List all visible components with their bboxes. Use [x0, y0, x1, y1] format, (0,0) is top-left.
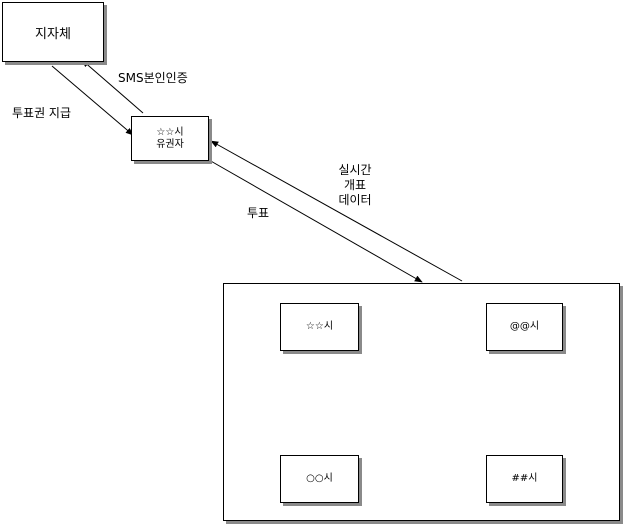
- city-at-label: @@시: [509, 321, 540, 332]
- voter-role-label: 유권자: [156, 138, 184, 150]
- realtime-line2: 개표: [343, 178, 367, 192]
- city-box-at: @@시: [486, 303, 563, 351]
- voter-city-label: ☆☆시: [156, 126, 184, 138]
- city-hash-label: ##시: [511, 473, 538, 484]
- voter-box: ☆☆시 유권자: [131, 116, 209, 161]
- city-star-label: ☆☆시: [305, 321, 334, 332]
- sms-auth-label: SMS본인인증: [118, 71, 188, 85]
- city-box-star: ☆☆시: [280, 303, 359, 351]
- city-box-circle: ○○시: [280, 455, 359, 503]
- city-circle-label: ○○시: [306, 473, 333, 484]
- realtime-line1: 실시간: [338, 163, 372, 177]
- realtime-data-label: 실시간 개표 데이터: [330, 163, 380, 208]
- issue-ticket-label: 투표권 지급: [12, 106, 72, 120]
- city-box-hash: ##시: [486, 455, 563, 503]
- vote-label: 투표: [247, 206, 270, 220]
- arrow-realtime-data: [210, 140, 463, 282]
- municipality-box: 지자체: [2, 2, 104, 62]
- realtime-line3: 데이터: [338, 193, 372, 207]
- arrow-sms-auth: [81, 59, 144, 114]
- arrow-issue-ticket: [51, 65, 134, 136]
- arrow-vote: [208, 159, 423, 283]
- municipality-label: 지자체: [35, 26, 71, 42]
